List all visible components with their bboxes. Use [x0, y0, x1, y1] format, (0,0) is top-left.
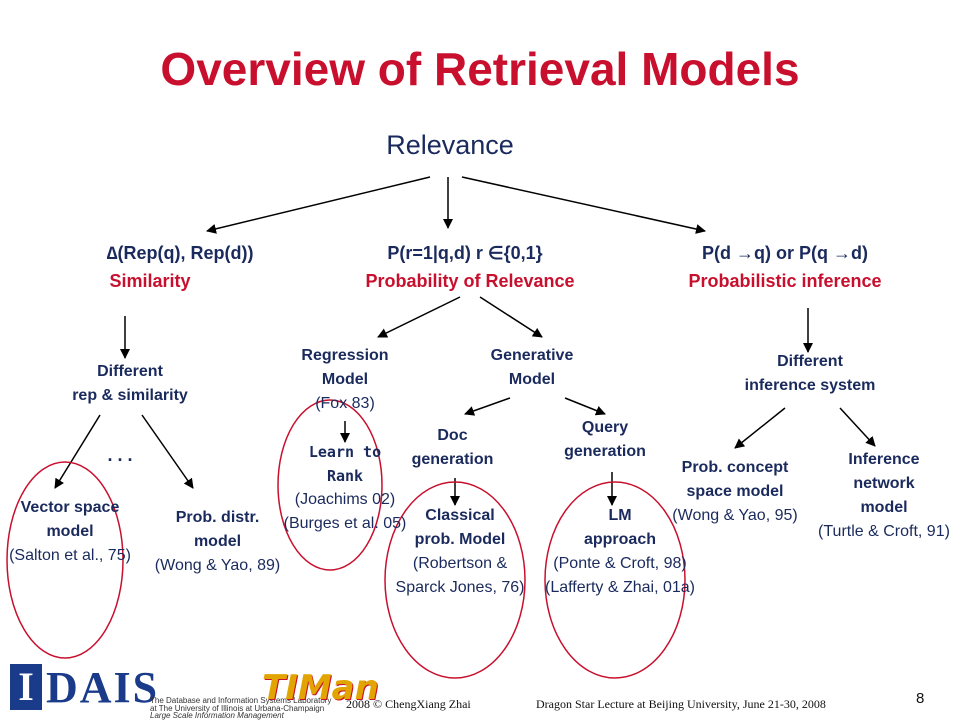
dais-logo-word: DAIS	[46, 663, 160, 712]
probability-label: Probability of Relevance	[365, 271, 575, 291]
similarity-label: Similarity	[109, 271, 191, 291]
ellipsis: . . .	[107, 445, 133, 465]
page-number: 8	[916, 690, 925, 707]
timan-logo: TIMan	[262, 668, 379, 708]
inference-label: Probabilistic inference	[688, 271, 882, 291]
highlight-learn-to-rank	[277, 399, 383, 571]
slide-title: Overview of Retrieval Models	[160, 43, 800, 95]
dais-logo-sub2: at The University of Illinois at Urbana-…	[150, 704, 325, 713]
dais-logo-sub1: The Database and Information Systems Lab…	[150, 696, 332, 705]
arrow-root-inference	[461, 176, 706, 234]
highlight-vector-space	[6, 461, 124, 659]
arrow-diffinfer-probconcept	[734, 407, 786, 449]
arrow-diffrep-probdistr	[141, 414, 194, 489]
highlight-classical-prob	[384, 481, 526, 679]
root-node-relevance: Relevance	[386, 130, 514, 160]
inference-formula: P(d →q) or P(q →d)	[702, 243, 868, 263]
probability-formula: P(r=1|q,d) r ∈{0,1}	[387, 243, 543, 263]
footer-copyright: 2008 © ChengXiang Zhai	[346, 697, 471, 711]
arrow-diffinfer-inferencenet	[839, 407, 876, 447]
node-prob-distr: Prob. distr.model (Wong & Yao, 89)	[154, 509, 281, 574]
arrow-prob-regression	[377, 296, 461, 338]
arrow-prob-generative	[479, 296, 543, 338]
arrow-generative-docgen	[464, 397, 511, 416]
dais-logo-icon: I	[10, 664, 42, 710]
highlight-lm-approach	[544, 481, 686, 679]
dais-logo-sub3: Large Scale Information Management	[150, 711, 284, 720]
arrow-generative-querygen	[564, 397, 606, 416]
similarity-formula: ∆(Rep(q), Rep(d))	[106, 243, 254, 263]
footer-lecture: Dragon Star Lecture at Beijing Universit…	[536, 697, 826, 711]
arrow-root-similarity	[206, 176, 431, 234]
arrow-diffrep-vector	[54, 414, 101, 489]
